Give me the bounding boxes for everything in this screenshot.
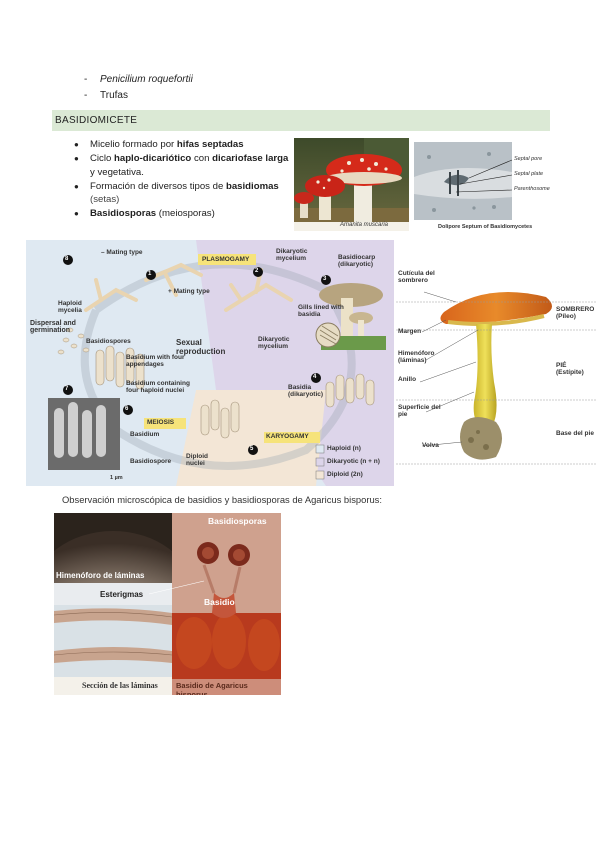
mushroom-anatomy: Cutícula del sombrero Margen Himenóforo … <box>396 262 596 466</box>
legend-haploid: Haploid (n) <box>327 445 361 452</box>
label-basidia: Basidia (dikaryotic) <box>288 384 324 398</box>
legend-diploid: Diploid (2n) <box>327 471 363 478</box>
label-basidio: Basidio <box>204 597 235 607</box>
bullet-bold: haplo-dicariótico <box>114 153 192 165</box>
label-scale: 1 µm <box>110 475 123 481</box>
label-mating-plus: + Mating type <box>168 288 210 295</box>
micro-figure: Himenóforo de láminas Esterigmas Sección… <box>54 513 281 695</box>
bullet-item: ● Micelio formado por hifas septadas <box>74 138 290 151</box>
label-volva: Volva <box>422 442 439 449</box>
bullet-bold: basidiomas <box>225 180 279 192</box>
label-pie: PIÉ (Estípite) <box>556 362 584 376</box>
dolipore-label: Parenthosome <box>514 186 550 192</box>
label-basidium-haploid: Basidium containing four haploid nuclei <box>126 380 190 394</box>
label-sombrero: SOMBRERO (Píleo) <box>556 306 595 320</box>
bullet-bold: hifas septadas <box>176 139 244 150</box>
label-anillo: Anillo <box>398 376 417 383</box>
bullet-text: con <box>191 153 213 165</box>
label-haploid-mycelia: Haploid mycelia <box>58 300 82 314</box>
list-dash: - <box>84 74 88 85</box>
label-gills: Gills lined with basidia <box>298 304 344 318</box>
step-number: 2 <box>255 268 259 274</box>
mushroom-illustration <box>396 291 596 465</box>
section-title: BASIDIOMICETE <box>55 115 138 126</box>
bullet-item: ● Formación de diversos tipos de basidio… <box>74 180 290 207</box>
bullet-text: y vegetativa. <box>90 166 144 178</box>
label-dikaryotic-mycelium: Dikaryotic mycelium <box>276 248 308 262</box>
step-number: 5 <box>250 446 254 452</box>
bullet-bold: Basidiosporas <box>90 208 157 220</box>
label-dikaryotic-mycelium-2: Dikaryotic mycelium <box>258 336 290 350</box>
label-esterigmas: Esterigmas <box>100 590 144 599</box>
amanita-photo: Amanita muscaria <box>294 138 409 231</box>
label-basidium-appendages: Basidium with four appendages <box>126 354 185 368</box>
micro-illustration <box>54 513 281 695</box>
bullet-text: (meiosporas) <box>156 208 215 220</box>
section-heading: BASIDIOMICETE <box>52 110 550 131</box>
list-item: - Penicilium roquefortii <box>84 72 193 88</box>
bullet-icon: ● <box>74 140 79 149</box>
bullet-text: Micelio formado por <box>90 139 177 150</box>
label-basidio-caption: Basidio de Agaricus bisporus <box>176 681 248 695</box>
label-plasmogamy: PLASMOGAMY <box>202 256 250 263</box>
amanita-caption: Amanita muscaria <box>340 222 389 228</box>
dolipore-label: Septal pore <box>514 156 543 162</box>
bullet-text: Ciclo <box>90 153 114 165</box>
lifecycle-background <box>26 240 394 486</box>
label-dispersal: Dispersal and germination <box>30 320 76 334</box>
label-himenoforo-micro: Himenóforo de láminas <box>56 571 145 580</box>
label-himenoforo: Himenóforo (láminas) <box>398 350 435 364</box>
bullet-text: (setas) <box>90 194 120 206</box>
step-number: 3 <box>323 276 327 282</box>
step-number: 1 <box>148 271 152 277</box>
legend-dikaryotic: Dikaryotic (n + n) <box>327 458 380 465</box>
lifecycle-diagram: – Mating type + Mating type PLASMOGAMY D… <box>26 240 394 486</box>
step-number: 7 <box>65 386 69 392</box>
bullet-icon: ● <box>74 209 79 219</box>
list-item: - Trufas <box>84 88 193 104</box>
dolipore-figure: Septal pore Septal plate Parenthosome Do… <box>414 142 550 234</box>
label-basidiocarp: Basidiocarp (dikaryotic) <box>338 254 376 268</box>
step-number: 4 <box>313 374 317 380</box>
label-mating-minus: – Mating type <box>101 249 143 256</box>
bullet-item: ● Ciclo haplo-dicariótico con dicariofas… <box>74 152 290 179</box>
label-base: Base del pie <box>556 430 594 437</box>
amanita-illustration <box>294 138 409 231</box>
label-basidiospore: Basidiospore <box>130 458 172 465</box>
label-margen: Margen <box>398 328 422 335</box>
bullet-icon: ● <box>74 154 79 164</box>
label-basidium: Basidium <box>130 431 160 438</box>
label-diploid-nuclei: Diploid nuclei <box>186 453 209 467</box>
label-superficie: Superficie del pie <box>398 404 441 418</box>
dolipore-title: Dolipore Septum of Basidiomycetes <box>438 224 533 230</box>
label-meiosis: MEIOSIS <box>147 419 175 426</box>
observation-caption: Observación microscópica de basidios y b… <box>62 494 382 505</box>
step-number: 6 <box>125 406 129 412</box>
bullet-icon: ● <box>74 181 79 191</box>
label-karyogamy: KARYOGAMY <box>266 433 309 440</box>
dolipore-label: Septal plate <box>514 171 544 177</box>
label-sexual-reproduction: Sexual reproduction <box>176 338 226 356</box>
bullet-bold: dicariofase larga <box>212 153 289 165</box>
list-text: Penicilium roquefortii <box>100 74 193 85</box>
bullet-text: Formación de diversos tipos de <box>90 180 226 192</box>
label-seccion: Sección de las láminas <box>82 681 158 690</box>
label-basidiospores: Basidiospores <box>86 338 131 345</box>
label-cuticula: Cutícula del sombrero <box>398 270 435 284</box>
list-dash: - <box>84 90 88 101</box>
bullet-item: ● Basidiosporas (meiosporas) <box>74 207 290 220</box>
step-number: 8 <box>65 256 69 262</box>
dolipore-illustration <box>414 142 513 220</box>
feature-bullets: ● Micelio formado por hifas septadas ● C… <box>74 138 290 222</box>
list-text: Trufas <box>100 90 128 101</box>
label-basidiosporas: Basidiosporas <box>208 516 267 526</box>
previous-list: - Penicilium roquefortii - Trufas <box>84 72 193 104</box>
